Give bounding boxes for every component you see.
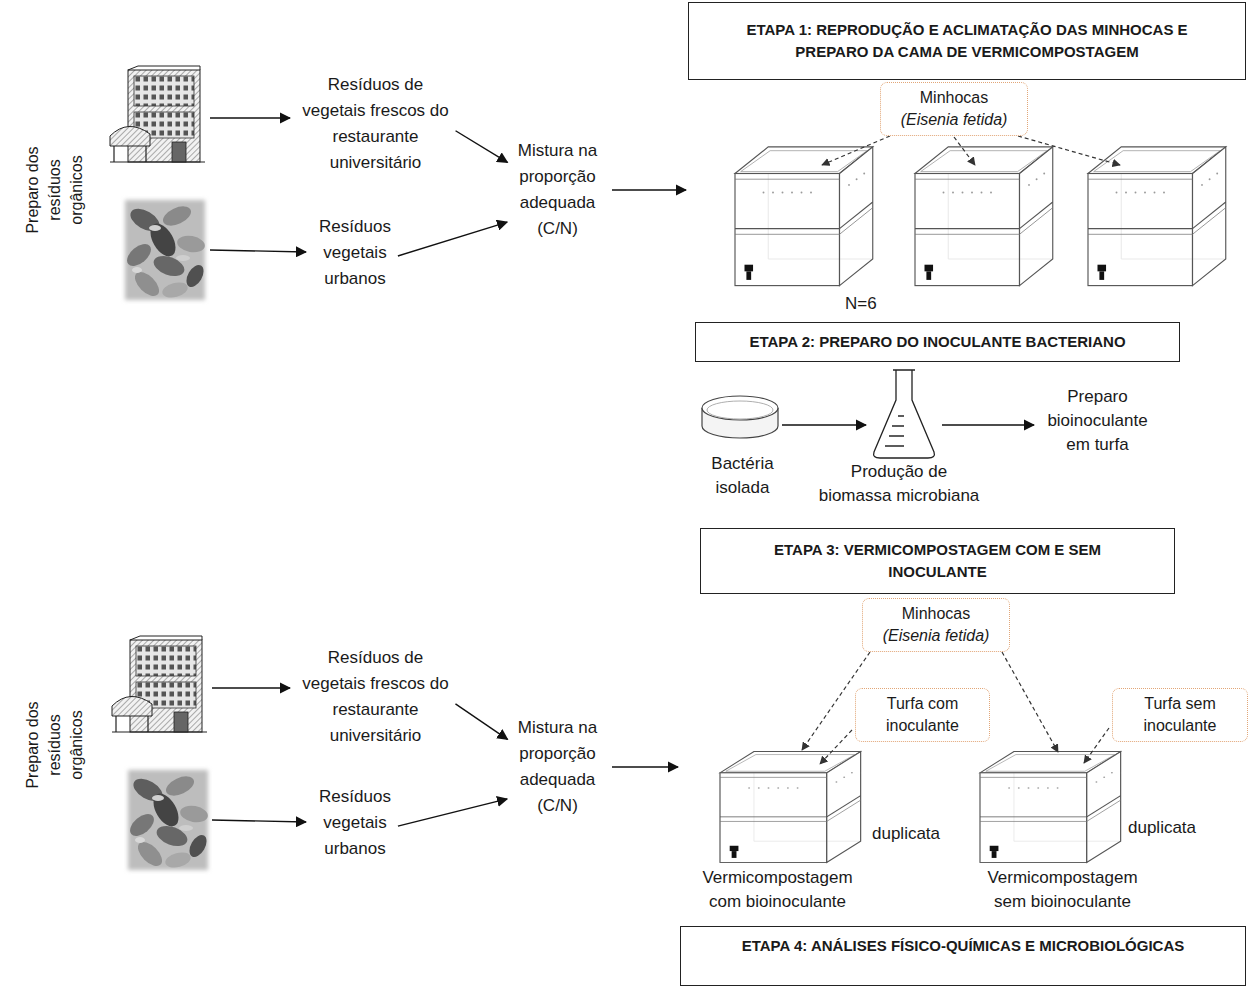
stage-box: ETAPA 3: VERMICOMPOSTAGEM COM E SEM INOC… xyxy=(700,528,1175,594)
building-illustration xyxy=(110,66,207,732)
item-label: Produção de biomassa microbiana xyxy=(815,460,983,508)
stage-box: ETAPA 2: PREPARO DO INOCULANTE BACTERIAN… xyxy=(695,322,1180,362)
node-text: ETAPA 2: PREPARO DO INOCULANTE BACTERIAN… xyxy=(710,331,1165,353)
node-text: Minhocas xyxy=(887,87,1021,109)
node-text: Turfa sem inoculante xyxy=(1121,693,1239,737)
node-text: ETAPA 1: REPRODUÇÃO E ACLIMATAÇÃO DAS MI… xyxy=(709,19,1225,63)
section-label: Preparo dos resíduos orgânicos xyxy=(22,140,88,240)
node-text: ETAPA 4: ANÁLISES FÍSICO-QUÍMICAS E MICR… xyxy=(721,935,1205,957)
node-text: Resíduos de vegetais frescos do restaura… xyxy=(298,72,453,176)
source-text: Resíduos de vegetais frescos do restaura… xyxy=(298,72,453,176)
node-text: Minhocas xyxy=(869,603,1003,625)
item-label: Vermicompostagem com bioinoculante xyxy=(690,866,865,914)
flow-connector xyxy=(398,799,507,826)
source-text: Resíduos de vegetais frescos do restaura… xyxy=(298,645,453,749)
petri-dish xyxy=(702,396,778,438)
flow-connector xyxy=(456,131,508,163)
node-text: Mistura na proporção adequada (C/N) xyxy=(510,715,605,819)
worm-box: Minhocas(Eisenia fetida) xyxy=(862,598,1010,652)
section-label: Preparo dos resíduos orgânicos xyxy=(22,695,88,795)
leaves-illustration xyxy=(123,200,210,870)
source-text: Resíduos vegetais urbanos xyxy=(315,214,395,292)
node-text: (Eisenia fetida) xyxy=(887,109,1021,131)
mixture-text: Mistura na proporção adequada (C/N) xyxy=(510,138,605,242)
note-label: duplicata xyxy=(1128,816,1196,840)
node-text: Resíduos vegetais urbanos xyxy=(315,784,395,862)
node-text: Resíduos vegetais urbanos xyxy=(315,214,395,292)
bin-illustration xyxy=(720,147,1226,863)
item-label: Vermicompostagem sem bioinoculante xyxy=(975,866,1150,914)
stage-box: ETAPA 4: ANÁLISES FÍSICO-QUÍMICAS E MICR… xyxy=(680,926,1246,986)
stage-box: ETAPA 1: REPRODUÇÃO E ACLIMATAÇÃO DAS MI… xyxy=(688,2,1246,80)
source-text: Resíduos vegetais urbanos xyxy=(315,784,395,862)
node-text: Resíduos de vegetais frescos do restaura… xyxy=(298,645,453,749)
source-arrow xyxy=(210,118,306,822)
worm-box: Minhocas(Eisenia fetida) xyxy=(880,82,1028,136)
flow-connector xyxy=(455,704,507,739)
node-text: ETAPA 3: VERMICOMPOSTAGEM COM E SEM INOC… xyxy=(731,539,1144,583)
item-label: Preparo bioinoculante em turfa xyxy=(1040,385,1155,457)
node-text: (Eisenia fetida) xyxy=(869,625,1003,647)
peat-box: Turfa sem inoculante xyxy=(1112,688,1248,742)
item-label: Bactéria isolada xyxy=(700,452,785,500)
flask xyxy=(874,370,935,458)
peat-box: Turfa com inoculante xyxy=(855,688,990,742)
flow-connector xyxy=(398,222,507,256)
count-label: N=6 xyxy=(845,292,877,316)
node-text: Mistura na proporção adequada (C/N) xyxy=(510,138,605,242)
mixture-text: Mistura na proporção adequada (C/N) xyxy=(510,715,605,819)
note-label: duplicata xyxy=(872,822,940,846)
node-text: Turfa com inoculante xyxy=(864,693,981,737)
